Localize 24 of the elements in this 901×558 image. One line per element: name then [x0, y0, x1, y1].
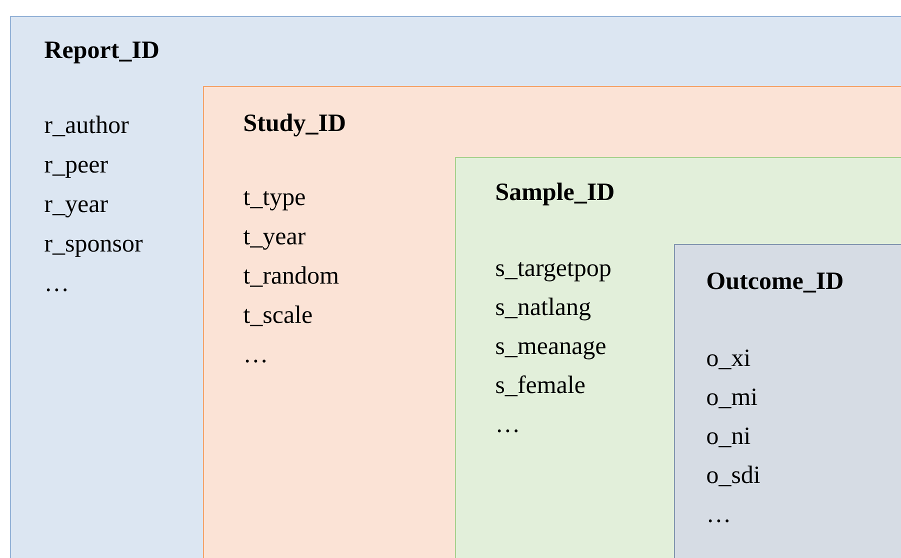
field-name: s_targetpop	[496, 262, 610, 282]
field-name: s_female	[496, 375, 585, 396]
field-name: t_scale	[243, 306, 312, 326]
field-name: t_type	[243, 190, 305, 210]
field-name: s_meanage	[496, 341, 606, 360]
field-name: o_xi	[707, 349, 750, 370]
field-name: …	[46, 288, 67, 292]
field-name: o_mi	[707, 388, 758, 408]
field-name: o_sdi	[707, 466, 760, 486]
field-name: r_author	[44, 116, 129, 136]
field-name: r_year	[44, 200, 108, 218]
field-name: o_ni	[707, 427, 750, 448]
field-name: t_year	[243, 230, 306, 250]
heading: Study_ID	[244, 114, 345, 136]
field-name: s_natlang	[496, 298, 591, 320]
heading: Report_ID	[44, 42, 158, 64]
field-name: r_peer	[44, 160, 108, 178]
heading: Sample_ID	[496, 182, 614, 206]
field-name: r_sponsor	[44, 240, 143, 257]
field-name: t_random	[243, 266, 339, 287]
field-name: …	[498, 429, 518, 432]
heading: Outcome_ID	[707, 272, 842, 292]
field-name: …	[708, 519, 729, 522]
field-name: …	[246, 360, 266, 363]
